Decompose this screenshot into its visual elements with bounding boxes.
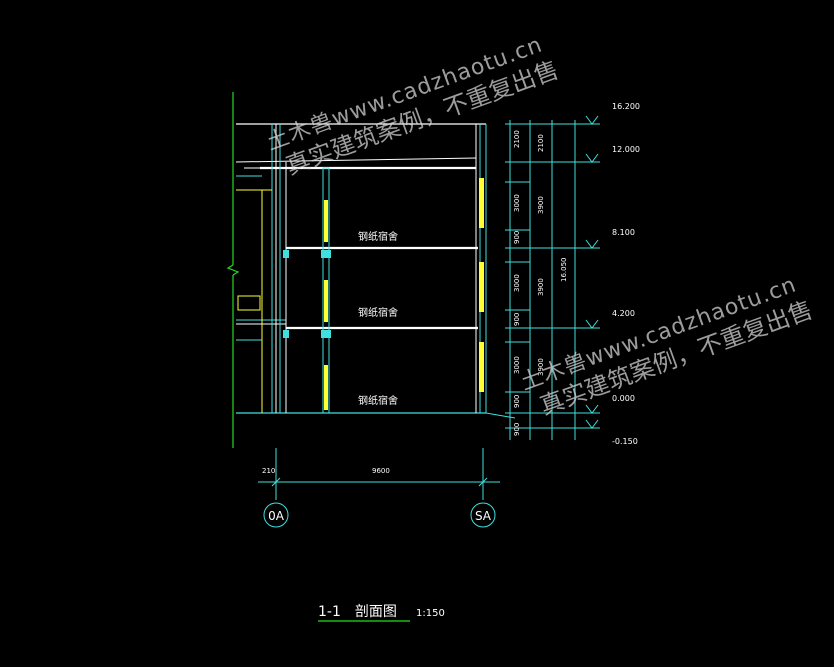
elevation-label: 4.200	[612, 309, 635, 318]
room-label-floor-3: 钢纸宿舍	[358, 230, 398, 243]
grid-bubble-right-label: SA	[475, 509, 492, 523]
watermark-bottom: 土木兽www.cadzhaotu.cn 真实建筑案例，不重复出售	[518, 272, 817, 420]
dim-label: 900	[513, 423, 521, 436]
grid-bubble-left-label: 0A	[268, 509, 285, 523]
watermark-top: 土木兽www.cadzhaotu.cn 真实建筑案例，不重复出售	[264, 32, 563, 180]
room-label-floor-2: 钢纸宿舍	[358, 306, 398, 319]
elevation-label: 0.000	[612, 394, 635, 403]
right-facade	[283, 124, 487, 413]
elevation-label: 16.200	[612, 102, 640, 111]
inner-dimension-labels: 2100 3000 900 3000 900 3000 900 900	[513, 130, 521, 436]
scale-label: 1:150	[416, 608, 445, 619]
room-label-floor-1: 钢纸宿舍	[358, 394, 398, 407]
dim-label: 3900	[537, 278, 545, 296]
dim-label: 900	[513, 231, 521, 244]
dim-label: 3000	[513, 194, 521, 212]
dimension-chains	[505, 120, 600, 440]
room-labels: 钢纸宿舍 钢纸宿舍 钢纸宿舍	[358, 230, 398, 407]
bottom-dim-small: 210	[262, 467, 275, 475]
elevation-markers	[585, 115, 599, 429]
dim-label: 3000	[513, 356, 521, 374]
dim-label: 2100	[513, 130, 521, 148]
slabs	[235, 123, 516, 419]
interior-column	[321, 167, 331, 414]
grid-bubble-left[interactable]: 0A	[263, 502, 289, 528]
dim-label: 900	[513, 395, 521, 408]
elevation-labels: 16.200 12.000 8.100 4.200 0.000 -0.150	[612, 102, 640, 446]
elevation-label: 12.000	[612, 145, 640, 154]
dim-label: 3900	[537, 358, 545, 376]
drawing-title: 1-1 剖面图 1:150	[318, 604, 445, 622]
title-label: 1-1 剖面图	[318, 604, 397, 620]
break-line	[226, 92, 240, 448]
grid-bubble-right[interactable]: SA	[470, 502, 496, 528]
elevation-label: 8.100	[612, 228, 635, 237]
elevation-label: -0.150	[612, 437, 638, 446]
dim-label: 3900	[537, 196, 545, 214]
bottom-dimension	[258, 448, 500, 500]
total-height-label: 16.050	[560, 258, 568, 283]
bottom-dim-main: 9600	[372, 467, 390, 475]
left-walls	[236, 124, 287, 413]
dim-label: 2100	[537, 134, 545, 152]
dim-label: 900	[513, 313, 521, 326]
outer-dimension-labels: 2100 3900 3900 3900 16.050	[537, 134, 568, 376]
dim-label: 3000	[513, 274, 521, 292]
